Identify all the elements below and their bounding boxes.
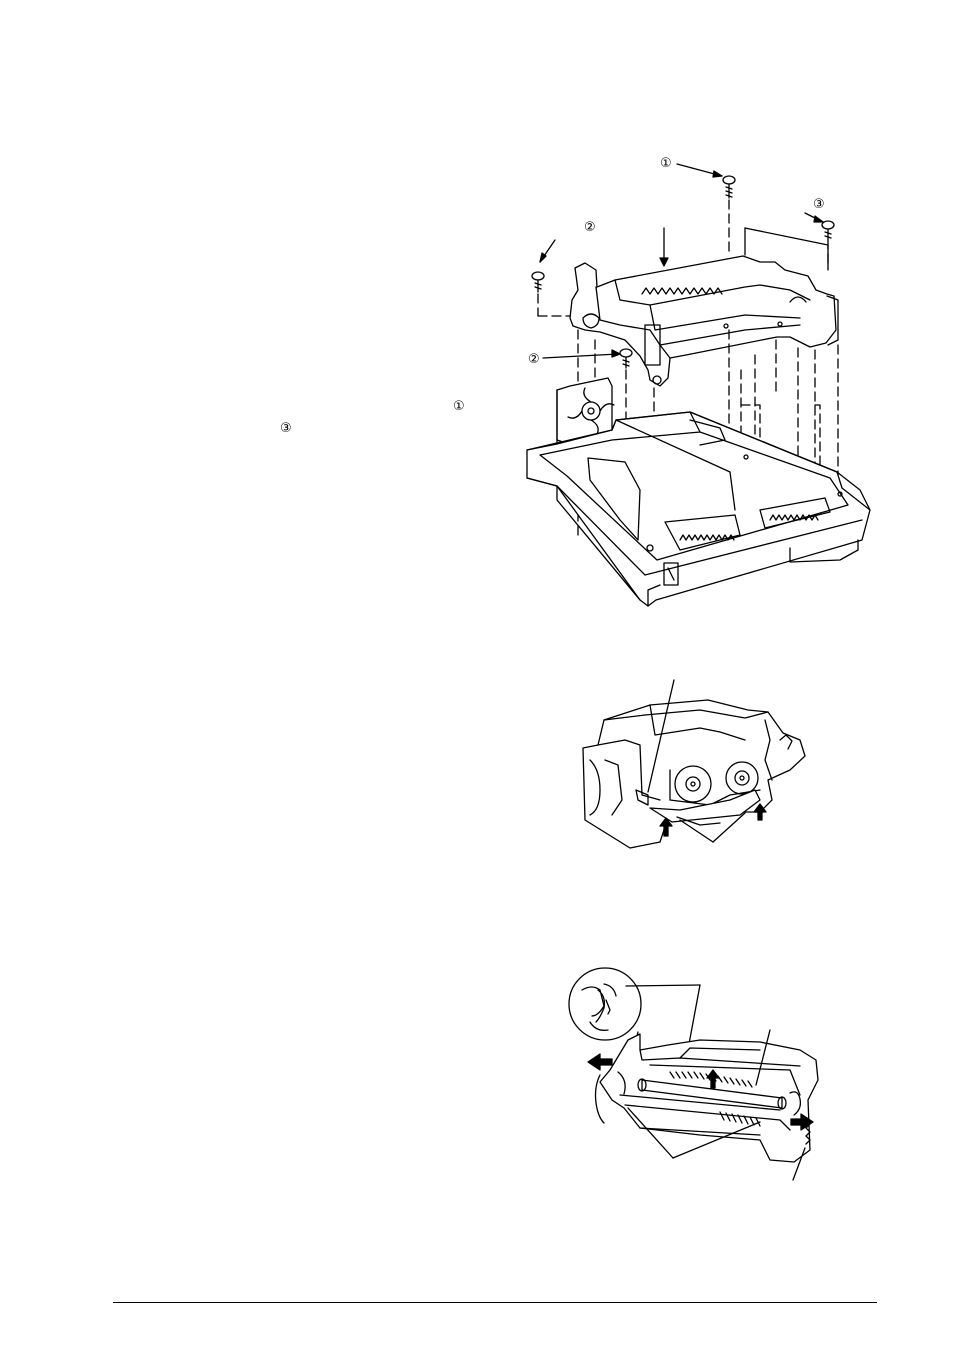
figure-gear-cover	[583, 680, 805, 848]
gear-right-icon	[726, 762, 758, 794]
screw-2-mid-icon	[620, 349, 632, 368]
footer-rule	[113, 1302, 877, 1303]
figure-roller-removal	[569, 968, 818, 1180]
screw-3-icon	[822, 221, 834, 240]
screw-2-left-icon	[532, 272, 544, 292]
screw-1-icon	[723, 176, 735, 198]
gear-left-icon	[675, 766, 711, 802]
figure-exploded-assembly	[527, 164, 870, 606]
